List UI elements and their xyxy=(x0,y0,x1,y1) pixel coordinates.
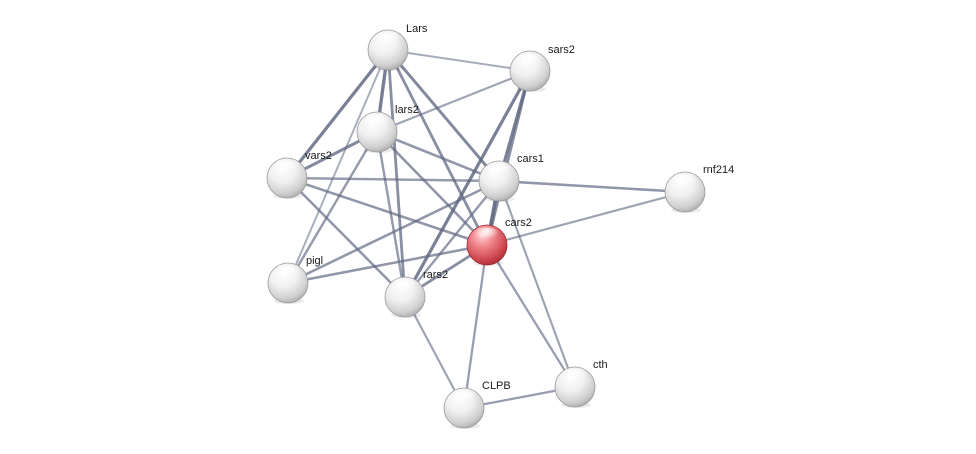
edge-Lars-pigl[interactable] xyxy=(287,49,389,284)
node-rnf214[interactable]: rnf214 xyxy=(664,164,734,213)
nodes-layer: Lars sars2 lars2 vars2 cars1 rnf214 cars2 pigl r… xyxy=(266,23,734,429)
edge-Lars-cars2[interactable] xyxy=(386,48,489,247)
node-label-vars2: vars2 xyxy=(305,150,332,162)
node-highlight xyxy=(672,174,698,190)
edge-Lars-vars2[interactable] xyxy=(285,48,390,180)
edge-cars1-rnf214[interactable] xyxy=(497,179,687,194)
node-cars2[interactable]: cars2 xyxy=(466,217,532,266)
node-highlight xyxy=(275,265,301,281)
node-cars1[interactable]: cars1 xyxy=(478,153,544,202)
node-label-rars2: rars2 xyxy=(423,269,448,281)
node-sars2[interactable]: sars2 xyxy=(509,44,575,92)
node-label-sars2: sars2 xyxy=(548,44,575,56)
node-highlight xyxy=(451,390,477,406)
node-CLPB[interactable]: CLPB xyxy=(443,380,511,429)
edge-vars2-rars2[interactable] xyxy=(285,176,407,299)
node-label-cars1: cars1 xyxy=(517,153,544,165)
node-label-rnf214: rnf214 xyxy=(703,164,734,176)
edge-sars2-rars2[interactable] xyxy=(403,69,532,299)
node-vars2[interactable]: vars2 xyxy=(266,150,332,199)
node-rars2[interactable]: rars2 xyxy=(384,269,448,318)
node-highlight xyxy=(364,114,390,130)
node-highlight xyxy=(486,163,512,179)
edge-cars2-cth[interactable] xyxy=(485,243,577,389)
node-highlight xyxy=(375,32,401,48)
edge-lars2-cars2[interactable] xyxy=(375,130,489,247)
node-label-cars2: cars2 xyxy=(505,217,532,229)
node-pigl[interactable]: pigl xyxy=(267,255,323,304)
edge-rars2-CLPB[interactable] xyxy=(403,295,466,410)
edge-cars1-pigl[interactable] xyxy=(286,179,501,285)
node-label-pigl: pigl xyxy=(306,255,323,267)
node-highlight xyxy=(474,227,500,243)
edge-vars2-cars1[interactable] xyxy=(285,176,501,183)
edge-cars1-rars2[interactable] xyxy=(403,179,501,299)
edge-Lars-rars2[interactable] xyxy=(386,48,407,299)
edge-sars2-lars2[interactable] xyxy=(375,69,532,134)
node-label-Lars: Lars xyxy=(406,23,428,35)
edge-Lars-sars2[interactable] xyxy=(387,49,531,72)
edge-lars2-pigl[interactable] xyxy=(286,130,379,285)
node-Lars[interactable]: Lars xyxy=(367,23,428,71)
edge-cars2-rnf214[interactable] xyxy=(485,190,687,247)
node-highlight xyxy=(392,279,418,295)
node-highlight xyxy=(274,160,300,176)
node-label-lars2: lars2 xyxy=(395,104,419,116)
node-lars2[interactable]: lars2 xyxy=(356,104,419,153)
edge-cars2-pigl[interactable] xyxy=(286,243,489,285)
edge-lars2-rars2[interactable] xyxy=(375,130,407,299)
node-highlight xyxy=(517,53,543,69)
node-highlight xyxy=(562,369,588,385)
node-label-CLPB: CLPB xyxy=(482,380,511,392)
node-label-cth: cth xyxy=(593,359,608,371)
edge-lars2-cars1[interactable] xyxy=(375,130,501,183)
edge-vars2-cars2[interactable] xyxy=(285,176,489,247)
node-cth[interactable]: cth xyxy=(554,359,608,408)
edge-cars2-CLPB[interactable] xyxy=(462,243,489,410)
edge-cars1-cth[interactable] xyxy=(497,179,577,389)
